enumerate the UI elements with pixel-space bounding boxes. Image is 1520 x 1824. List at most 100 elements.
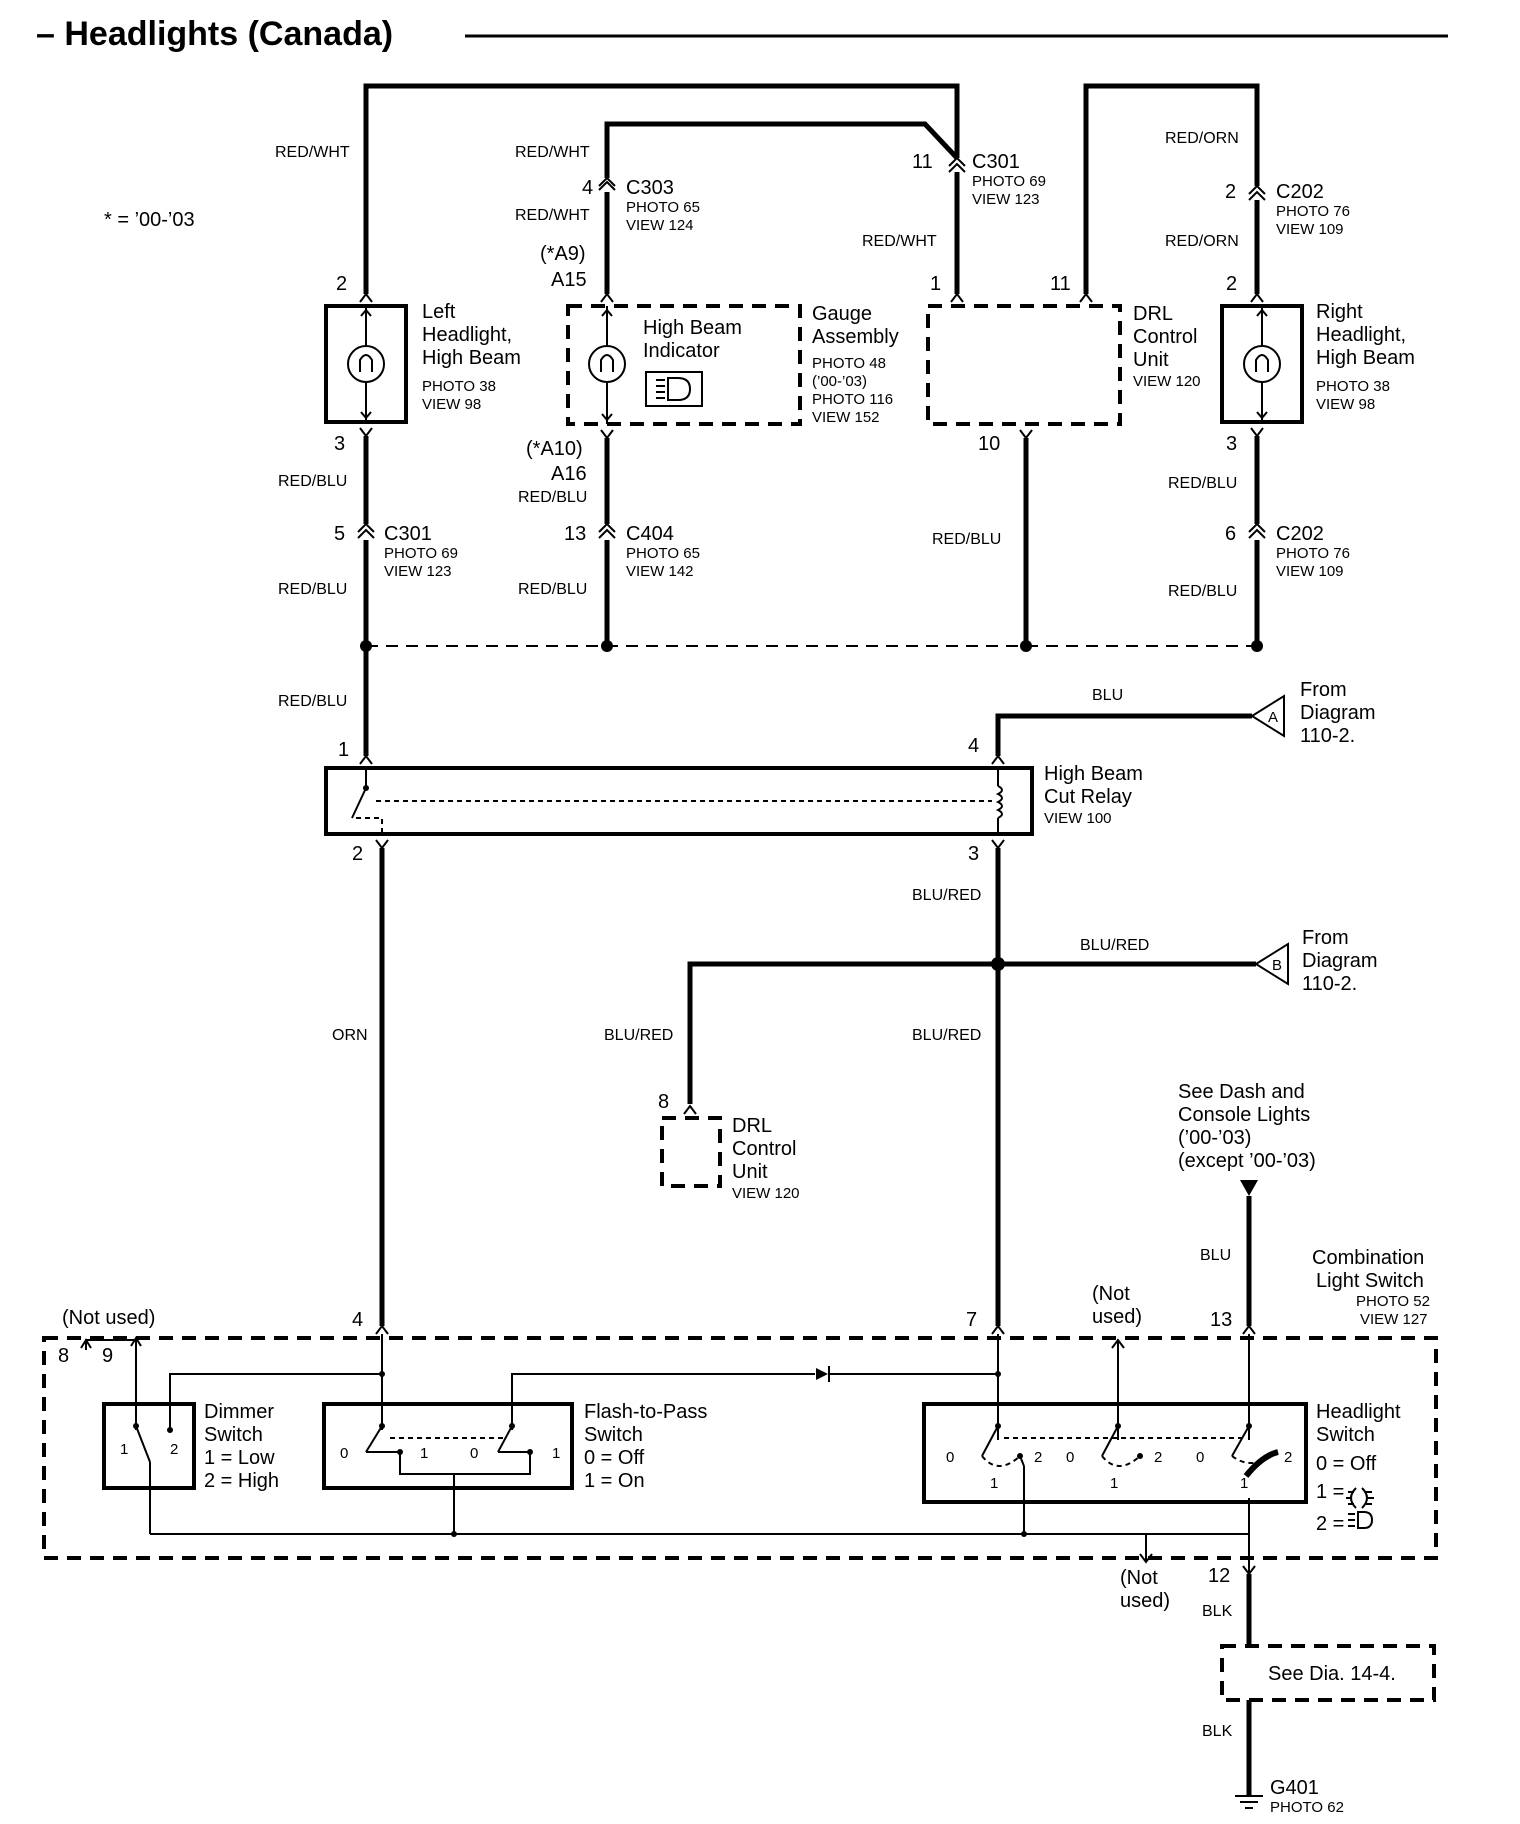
- wire-label: RED/ORN: [1165, 130, 1239, 147]
- ground-photo: PHOTO 62: [1270, 1799, 1344, 1816]
- relay-view: VIEW 100: [1044, 810, 1112, 827]
- c301-top-photo: PHOTO 69: [972, 173, 1046, 190]
- right-headlight-label: Right: [1316, 301, 1363, 323]
- wire-drl-right-feed: [1083, 83, 1260, 294]
- dimmer-label: 2 = High: [204, 1470, 279, 1492]
- svg-text:B: B: [1272, 957, 1282, 974]
- see-dia-box: [1220, 1644, 1436, 1702]
- hs-label: 1 =: [1316, 1481, 1344, 1503]
- wire-indicator-feed: [604, 121, 959, 178]
- flash-position: 1: [420, 1445, 428, 1462]
- hs-label: Switch: [1316, 1424, 1375, 1446]
- arrow-down-icon: [1240, 1180, 1258, 1196]
- combo-pin: 13: [1210, 1309, 1232, 1331]
- combination-light-switch: [42, 1336, 1438, 1560]
- drl-bottom-view: VIEW 120: [732, 1185, 800, 1202]
- relay-pin: 3: [968, 843, 979, 865]
- svg-text:A: A: [1268, 709, 1278, 726]
- indicator-label: High Beam: [643, 317, 742, 339]
- c303-label: C303: [626, 177, 674, 199]
- c301-top-label: C301: [972, 151, 1020, 173]
- from-a-label: From: [1300, 679, 1347, 701]
- right-headlight: [1220, 292, 1304, 438]
- c202-bot-photo: PHOTO 76: [1276, 545, 1350, 562]
- page-title: – Headlights (Canada): [36, 15, 393, 53]
- dimmer-label: Dimmer: [204, 1401, 274, 1423]
- combo-switch-label: Light Switch: [1316, 1270, 1424, 1292]
- c202-top-label: C202: [1276, 181, 1324, 203]
- wire-label: RED/WHT: [515, 207, 590, 224]
- c303-pin: 4: [582, 177, 593, 199]
- flash-label: 1 = On: [584, 1470, 645, 1492]
- lamp-icon: [1243, 345, 1281, 383]
- c404-label: C404: [626, 523, 674, 545]
- hs-position: 1: [990, 1475, 998, 1492]
- wire-label: RED/BLU: [278, 473, 347, 490]
- wire-label: BLU: [1200, 1247, 1231, 1264]
- not-used-label: used): [1120, 1590, 1170, 1612]
- dimmer-label: 1 = Low: [204, 1447, 275, 1469]
- combo-switch-label: Combination: [1312, 1247, 1424, 1269]
- combo-pin: 9: [102, 1345, 113, 1367]
- connector-c303-symbol: [598, 176, 616, 191]
- right-headlight-label: High Beam: [1316, 347, 1415, 369]
- from-b-label: Diagram: [1302, 950, 1378, 972]
- see-dash-label: See Dash and: [1178, 1081, 1305, 1103]
- left-headlight: [324, 292, 408, 438]
- c404-view: VIEW 142: [626, 563, 694, 580]
- wire-label: RED/WHT: [862, 233, 937, 250]
- c202-top-photo: PHOTO 76: [1276, 203, 1350, 220]
- right-headlight-photo: PHOTO 38: [1316, 378, 1390, 395]
- dimmer-position: 2: [170, 1441, 178, 1458]
- wire-label: BLU/RED: [912, 1027, 981, 1044]
- from-b-label: From: [1302, 927, 1349, 949]
- left-headlight-label: High Beam: [422, 347, 521, 369]
- high-beam-cut-relay: [324, 754, 1034, 850]
- c202-bot-label: C202: [1276, 523, 1324, 545]
- wire-label: RED/WHT: [515, 144, 590, 161]
- wire-label: BLU/RED: [1080, 937, 1149, 954]
- dimmer-position: 1: [120, 1441, 128, 1458]
- drl-bottom-label: DRL: [732, 1115, 772, 1137]
- combo-pin: 7: [966, 1309, 977, 1331]
- dimmer-label: Switch: [204, 1424, 263, 1446]
- see-dash-label: Console Lights: [1178, 1104, 1310, 1126]
- gauge-view: VIEW 152: [812, 409, 880, 426]
- hs-position: 0: [1066, 1449, 1074, 1466]
- lamp-icon: [347, 345, 385, 383]
- splice-point: [601, 640, 613, 652]
- drl-control-unit-top: [926, 292, 1122, 440]
- drl-control-unit-bottom: [660, 1104, 722, 1188]
- gauge-photo: PHOTO 116: [812, 391, 893, 408]
- not-used-label: (Not: [1092, 1283, 1130, 1305]
- ground-icon: [1235, 1795, 1263, 1809]
- relay-pin: 1: [338, 739, 349, 761]
- right-headlight-label: Headlight,: [1316, 324, 1406, 346]
- wire-label: BLU/RED: [912, 887, 981, 904]
- combo-pin: 8: [58, 1345, 69, 1367]
- c404-photo: PHOTO 65: [626, 545, 700, 562]
- see-dash-label: (’00-’03): [1178, 1127, 1251, 1149]
- splice-point: [991, 957, 1005, 971]
- drl-bottom-label: Unit: [732, 1161, 768, 1183]
- drl-bottom-label: Control: [732, 1138, 796, 1160]
- relay-label: High Beam: [1044, 763, 1143, 785]
- drl-bottom-pin: 8: [658, 1091, 669, 1113]
- indicator-pin-top: A15: [551, 269, 587, 291]
- splice-point: [1020, 640, 1032, 652]
- c301-top-view: VIEW 123: [972, 191, 1040, 208]
- see-dia-label: See Dia. 14-4.: [1268, 1663, 1396, 1685]
- wire-label: BLK: [1202, 1603, 1233, 1620]
- hs-position: 2: [1034, 1449, 1042, 1466]
- connector-c202-top-symbol: [1248, 184, 1266, 201]
- wire-label: RED/BLU: [518, 581, 587, 598]
- c202-bot-view: VIEW 109: [1276, 563, 1344, 580]
- left-headlight-view: VIEW 98: [422, 396, 481, 413]
- left-headlight-label: Left: [422, 301, 456, 323]
- pin-mark: [991, 1324, 1005, 1335]
- pin-mark: [375, 1324, 389, 1335]
- parking-light-icon: [1346, 1487, 1374, 1509]
- c301-top-pin: 11: [912, 151, 933, 173]
- wire-blu-red-drl: [687, 961, 998, 1104]
